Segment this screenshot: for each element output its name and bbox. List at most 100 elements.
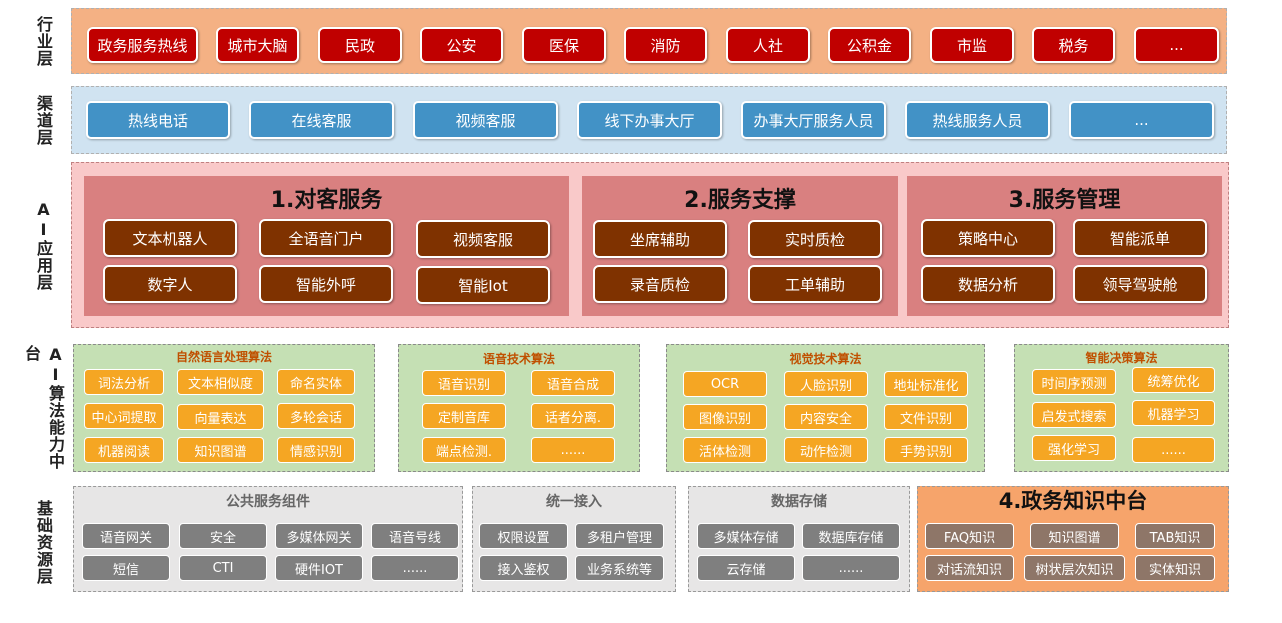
- channel-item[interactable]: 办事大厅服务人员: [741, 101, 886, 139]
- layer-label-base: 基础资源层: [34, 499, 53, 585]
- algo-item[interactable]: 语音合成: [531, 370, 615, 396]
- algo-item[interactable]: 机器学习: [1132, 400, 1215, 426]
- algo-item[interactable]: 命名实体: [277, 369, 355, 395]
- app-item[interactable]: 全语音门户: [259, 219, 393, 257]
- unified-access-title: 统一接入: [546, 494, 602, 510]
- channel-item[interactable]: ...: [1069, 101, 1214, 139]
- base-item[interactable]: 语音网关: [82, 523, 170, 549]
- base-item[interactable]: 多媒体存储: [697, 523, 795, 549]
- industry-item[interactable]: 民政: [318, 27, 402, 63]
- app-item[interactable]: 实时质检: [748, 220, 882, 258]
- knowledge-item[interactable]: 对话流知识: [925, 555, 1014, 581]
- industry-item[interactable]: 人社: [726, 27, 810, 63]
- algo-item[interactable]: 活体检测: [683, 437, 767, 463]
- decision-algo-title: 智能决策算法: [1085, 351, 1158, 365]
- industry-item[interactable]: ...: [1134, 27, 1219, 63]
- knowledge-item[interactable]: FAQ知识: [925, 523, 1014, 549]
- algo-item[interactable]: 多轮会话: [277, 403, 355, 429]
- layer-label-industry: 行业层: [34, 15, 53, 67]
- base-item[interactable]: CTI: [179, 555, 267, 581]
- industry-item[interactable]: 城市大脑: [216, 27, 299, 63]
- layer-label-channel: 渠道层: [34, 94, 53, 146]
- app-item[interactable]: 策略中心: [921, 219, 1055, 257]
- algo-item[interactable]: 向量表达: [177, 404, 264, 430]
- channel-item[interactable]: 视频客服: [413, 101, 558, 139]
- app-item[interactable]: 智能Iot: [416, 266, 550, 304]
- base-item[interactable]: 硬件IOT: [275, 555, 363, 581]
- app-item[interactable]: 录音质检: [593, 265, 727, 303]
- base-item[interactable]: 权限设置: [479, 523, 568, 549]
- app-item[interactable]: 领导驾驶舱: [1073, 265, 1207, 303]
- base-item[interactable]: ......: [802, 555, 900, 581]
- industry-item[interactable]: 公安: [420, 27, 503, 63]
- app-item[interactable]: 数字人: [103, 265, 237, 303]
- algo-item[interactable]: 语音识别: [422, 370, 506, 396]
- service-support-title: 2.服务支撑: [684, 188, 796, 213]
- data-storage-title: 数据存储: [771, 494, 827, 510]
- industry-item[interactable]: 政务服务热线: [87, 27, 198, 63]
- algo-item[interactable]: 知识图谱: [177, 437, 264, 463]
- layer-label-ai-algo: AI算法能力中台: [22, 345, 65, 470]
- channel-item[interactable]: 在线客服: [249, 101, 394, 139]
- app-item[interactable]: 智能外呼: [259, 265, 393, 303]
- algo-item[interactable]: 手势识别: [884, 437, 968, 463]
- industry-item[interactable]: 公积金: [828, 27, 911, 63]
- channel-item[interactable]: 热线服务人员: [905, 101, 1050, 139]
- algo-item[interactable]: 统筹优化: [1132, 367, 1215, 393]
- app-item[interactable]: 智能派单: [1073, 219, 1207, 257]
- app-item[interactable]: 坐席辅助: [593, 220, 727, 258]
- knowledge-center-title: 4.政务知识中台: [998, 489, 1148, 513]
- base-item[interactable]: 短信: [82, 555, 170, 581]
- algo-item[interactable]: 机器阅读: [84, 437, 164, 463]
- layer-label-ai-app: AI应用层: [34, 199, 53, 291]
- industry-item[interactable]: 消防: [624, 27, 707, 63]
- algo-item[interactable]: 文件识别: [884, 404, 968, 430]
- industry-item[interactable]: 市监: [930, 27, 1014, 63]
- algo-item[interactable]: ......: [531, 437, 615, 463]
- base-item[interactable]: 业务系统等: [575, 555, 664, 581]
- algo-item[interactable]: 时间序预测: [1032, 369, 1116, 395]
- base-item[interactable]: 多租户管理: [575, 523, 664, 549]
- app-item[interactable]: 工单辅助: [748, 265, 882, 303]
- algo-item[interactable]: 图像识别: [683, 404, 767, 430]
- algo-item[interactable]: OCR: [683, 371, 767, 397]
- algo-item[interactable]: 文本相似度: [177, 369, 264, 395]
- base-item[interactable]: 云存储: [697, 555, 795, 581]
- base-item[interactable]: ......: [371, 555, 459, 581]
- channel-item[interactable]: 线下办事大厅: [577, 101, 722, 139]
- algo-item[interactable]: 强化学习: [1032, 435, 1116, 461]
- customer-service-title: 1.对客服务: [270, 188, 383, 213]
- base-item[interactable]: 安全: [179, 523, 267, 549]
- base-item[interactable]: 多媒体网关: [275, 523, 363, 549]
- algo-item[interactable]: 动作检测: [784, 437, 868, 463]
- algo-item[interactable]: ......: [1132, 437, 1215, 463]
- algo-item[interactable]: 情感识别: [277, 437, 355, 463]
- algo-item[interactable]: 地址标准化: [884, 371, 968, 397]
- algo-item[interactable]: 话者分离.: [531, 403, 615, 429]
- algo-item[interactable]: 词法分析: [84, 369, 164, 395]
- vision-algo-title: 视觉技术算法: [789, 352, 862, 366]
- app-item[interactable]: 视频客服: [416, 220, 550, 258]
- knowledge-item[interactable]: 树状层次知识: [1024, 555, 1125, 581]
- algo-item[interactable]: 端点检测.: [422, 437, 506, 463]
- algo-item[interactable]: 内容安全: [784, 404, 868, 430]
- speech-algo-title: 语音技术算法: [482, 352, 555, 366]
- app-item[interactable]: 文本机器人: [103, 219, 237, 257]
- algo-item[interactable]: 中心词提取: [84, 403, 164, 429]
- industry-item[interactable]: 医保: [522, 27, 606, 63]
- nlp-algo-title: 自然语言处理算法: [175, 350, 272, 364]
- base-item[interactable]: 语音号线: [371, 523, 459, 549]
- algo-item[interactable]: 启发式搜索: [1032, 402, 1116, 428]
- service-management-title: 3.服务管理: [1008, 188, 1121, 213]
- knowledge-item[interactable]: 知识图谱: [1030, 523, 1119, 549]
- algo-item[interactable]: 人脸识别: [784, 371, 868, 397]
- base-item[interactable]: 数据库存储: [802, 523, 900, 549]
- public-components-title: 公共服务组件: [226, 494, 310, 510]
- knowledge-item[interactable]: TAB知识: [1135, 523, 1215, 549]
- knowledge-item[interactable]: 实体知识: [1135, 555, 1215, 581]
- industry-item[interactable]: 税务: [1032, 27, 1115, 63]
- base-item[interactable]: 接入鉴权: [479, 555, 568, 581]
- algo-item[interactable]: 定制音库: [422, 403, 506, 429]
- app-item[interactable]: 数据分析: [921, 265, 1055, 303]
- channel-item[interactable]: 热线电话: [86, 101, 230, 139]
